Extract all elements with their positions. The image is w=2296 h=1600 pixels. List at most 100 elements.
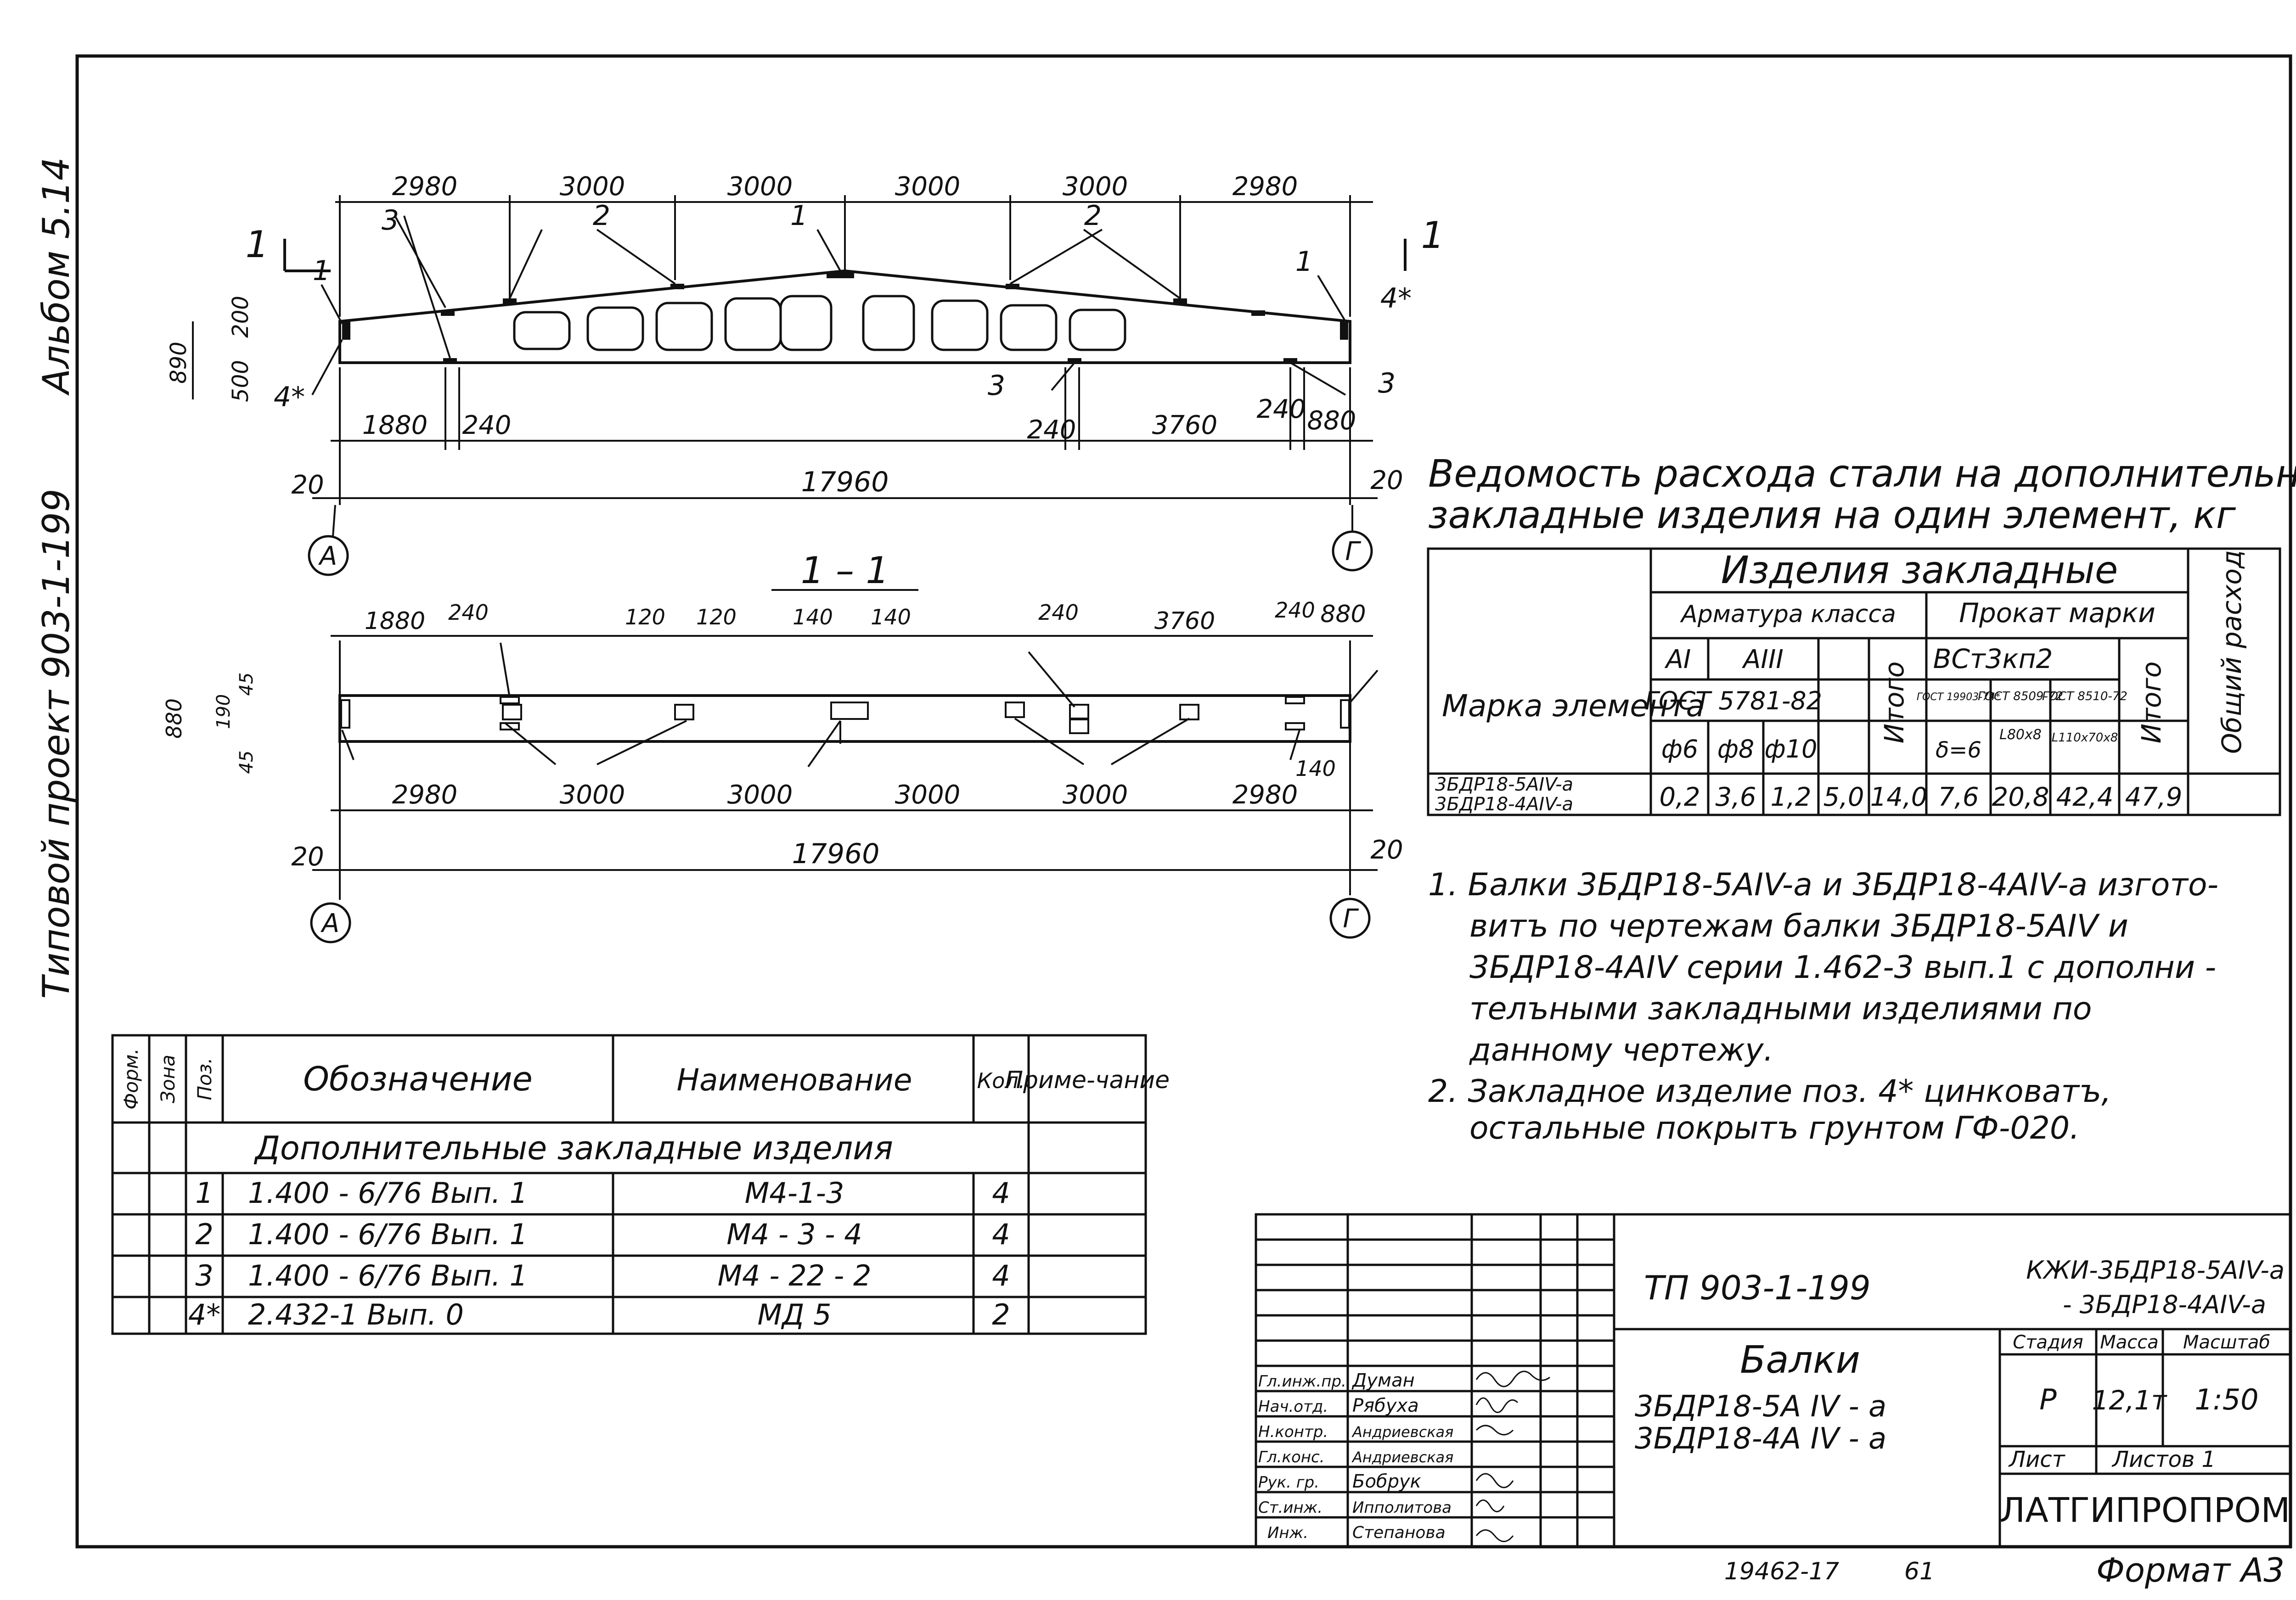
spec-row-1-oboz: 1.400 - 6/76 Вып. 1 bbox=[248, 1176, 528, 1210]
steel-mark-1: 3БДР18-5АIV-а bbox=[1435, 774, 1573, 795]
sec-top-120a: 120 bbox=[625, 605, 665, 629]
spec-h-oboz: Обозначение bbox=[303, 1060, 533, 1098]
elev-axis-g: Г bbox=[1345, 537, 1361, 567]
steel-table: Ведомость расхода стали на дополнительны… bbox=[1427, 452, 2296, 816]
callout-1-right: 1 bbox=[1295, 246, 1313, 278]
project-label: Типовой проект 903-1-199 bbox=[35, 488, 78, 999]
steel-val-3: 1,2 bbox=[1770, 782, 1811, 812]
spec-row-4-oboz: 2.432-1 Вып. 0 bbox=[248, 1298, 464, 1331]
spec-row-3-pos: 3 bbox=[195, 1259, 213, 1292]
notes: 1. Балки 3БДР18-5АIV-а и 3БДР18-4АIV-а и… bbox=[1428, 867, 2218, 1146]
steel-val-2: 3,6 bbox=[1715, 782, 1756, 812]
sec-side-45a: 45 bbox=[236, 673, 257, 696]
sec-top-140b: 140 bbox=[871, 605, 911, 629]
steel-mark-2: 3БДР18-4АIV-а bbox=[1435, 794, 1573, 815]
stamp-role-4: Гл.конс. bbox=[1258, 1448, 1325, 1466]
stamp-sub-1: 3БДР18-5А IV - а bbox=[1635, 1390, 1886, 1424]
note-2-line-2: остальные покрытъ грунтом ГФ-020. bbox=[1469, 1110, 2080, 1146]
steel-val-7: 20,8 bbox=[1992, 782, 2049, 812]
stamp-sheets: Листов 1 bbox=[2111, 1447, 2216, 1472]
footer-page: 61 bbox=[1904, 1558, 1935, 1585]
steel-h-prokat: Прокат марки bbox=[1959, 597, 2155, 629]
callout-2-right: 2 bbox=[1084, 200, 1102, 232]
spec-section-title: Дополнительные закладные изделия bbox=[253, 1129, 893, 1167]
stamp-name-5: Бобрук bbox=[1352, 1471, 1421, 1492]
stamp-code-1: КЖИ-3БДР18-5АIV-а bbox=[2026, 1256, 2285, 1285]
sec-bot-dim-6: 2980 bbox=[1232, 780, 1298, 810]
stamp-role-7: Инж. bbox=[1267, 1524, 1308, 1542]
stamp-mass: 12,1т bbox=[2092, 1385, 2168, 1416]
elev-top-dim-6: 2980 bbox=[1232, 172, 1298, 202]
steel-h-aiii: АIII bbox=[1742, 645, 1784, 674]
elev-top-dim-2: 3000 bbox=[560, 172, 625, 202]
stamp-h-stage: Стадия bbox=[2013, 1332, 2083, 1353]
steel-h-gost2: ГОСТ 8509-72 bbox=[1978, 690, 2063, 703]
stamp-stage: Р bbox=[2039, 1383, 2057, 1416]
steel-h-delta: δ=6 bbox=[1936, 737, 1981, 763]
spec-h-note: Приме-чание bbox=[1005, 1067, 1170, 1094]
steel-h-l110: L110х70х8 bbox=[2052, 731, 2118, 745]
elev-edge-left: 20 bbox=[291, 470, 324, 500]
steel-title-2: закладные изделия на один элемент, кг bbox=[1428, 494, 2236, 537]
spec-row-4-name: МД 5 bbox=[757, 1298, 831, 1331]
sec-bot-dim-5: 3000 bbox=[1063, 780, 1128, 810]
steel-h-gost1: ГОСТ 19903-74* bbox=[1917, 691, 2000, 703]
title-block: ТП 903-1-199 КЖИ-3БДР18-5АIV-а - 3БДР18-… bbox=[1255, 1213, 2292, 1548]
sec-bot-dim-1: 2980 bbox=[392, 780, 458, 810]
sec-bot-dim-3: 3000 bbox=[727, 780, 793, 810]
elev-top-dim-3: 3000 bbox=[727, 172, 793, 202]
callout-3-bot-right: 3 bbox=[1378, 367, 1396, 399]
elev-axis-a: А bbox=[318, 541, 337, 571]
stamp-name-6: Ипполитова bbox=[1352, 1499, 1452, 1517]
spec-h-form: Форм. bbox=[120, 1048, 142, 1110]
sec-top-1880: 1880 bbox=[365, 607, 425, 635]
steel-h-armatura: Арматура класса bbox=[1680, 601, 1896, 628]
sec-side-45b: 45 bbox=[236, 751, 257, 774]
steel-h-mark: Марка элемента bbox=[1442, 688, 1705, 724]
sec-bot-dim-2: 3000 bbox=[560, 780, 625, 810]
footer-format: Формат А3 bbox=[2096, 1551, 2285, 1589]
spec-row-3-qty: 4 bbox=[992, 1259, 1010, 1292]
callout-4-right: 4* bbox=[1380, 282, 1412, 314]
sec-side-880: 880 bbox=[162, 698, 186, 739]
steel-val-8: 42,4 bbox=[2056, 782, 2114, 812]
stamp-h-mass: Масса bbox=[2100, 1332, 2159, 1353]
stamp-scale: 1:50 bbox=[2195, 1383, 2258, 1416]
steel-h-d6: ф6 bbox=[1661, 735, 1699, 764]
note-1-line-5: данному чертежу. bbox=[1469, 1032, 1773, 1068]
section-title: 1 – 1 bbox=[801, 549, 889, 592]
elev-height-200: 200 bbox=[228, 296, 253, 338]
beam-section: 1 – 1 1880 240 120 120 140 140 240 3760 … bbox=[162, 549, 1403, 943]
signatures bbox=[1475, 1370, 1550, 1542]
sec-bot-dim-4: 3000 bbox=[895, 780, 961, 810]
spec-table: Форм. Зона Поз. Обозначение Наименование… bbox=[111, 1034, 1170, 1335]
elev-bot-dim-240a: 240 bbox=[462, 410, 512, 440]
elev-edge-right: 20 bbox=[1370, 466, 1403, 495]
elev-bot-dim-3760: 3760 bbox=[1152, 410, 1218, 440]
sec-top-240b: 240 bbox=[1038, 600, 1079, 625]
spec-row-2-pos: 2 bbox=[195, 1218, 213, 1251]
stamp-name-7: Степанова bbox=[1352, 1523, 1446, 1542]
steel-val-4: 5,0 bbox=[1823, 782, 1864, 812]
elev-total-dim: 17960 bbox=[801, 466, 889, 498]
steel-val-1: 0,2 bbox=[1659, 782, 1700, 812]
sec-top-3760: 3760 bbox=[1154, 607, 1215, 635]
elev-height-890: 890 bbox=[166, 342, 191, 384]
spec-row-2-qty: 4 bbox=[992, 1218, 1010, 1251]
sec-top-120b: 120 bbox=[696, 605, 737, 629]
spec-row-3-oboz: 1.400 - 6/76 Вып. 1 bbox=[248, 1259, 528, 1292]
spec-h-zone: Зона bbox=[157, 1055, 179, 1103]
spec-row-2-name: М4 - 3 - 4 bbox=[726, 1218, 862, 1251]
callout-4-left: 4* bbox=[274, 381, 305, 413]
callout-3-bot: 3 bbox=[988, 370, 1005, 402]
stamp-sheet: Лист bbox=[2008, 1447, 2066, 1472]
stamp-title: Балки bbox=[1740, 1338, 1860, 1382]
stamp-role-6: Ст.инж. bbox=[1258, 1499, 1322, 1517]
spec-h-name: Наименование bbox=[677, 1062, 912, 1098]
spec-row-4-pos: 4* bbox=[188, 1298, 220, 1331]
stamp-role-1: Гл.инж.пр. bbox=[1258, 1372, 1346, 1391]
steel-val-6: 7,6 bbox=[1938, 782, 1979, 812]
note-1-line-3: 3БДР18-4АIV серии 1.462-3 вып.1 с дополн… bbox=[1469, 949, 2216, 986]
sec-top-140a: 140 bbox=[793, 605, 833, 629]
stamp-org: ЛАТГИПРОПРОМ bbox=[2000, 1491, 2290, 1530]
